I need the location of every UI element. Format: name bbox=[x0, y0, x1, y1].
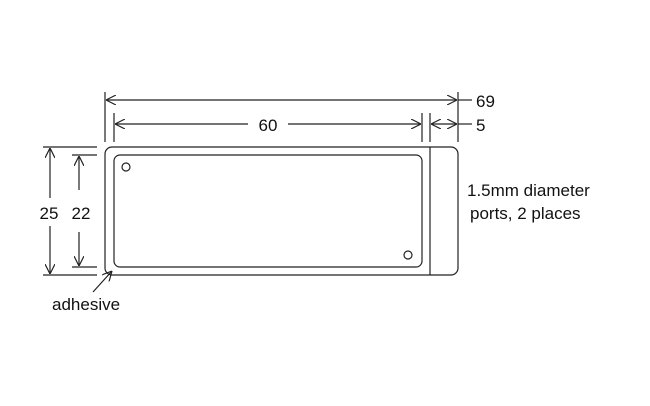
dimension-22-label: 22 bbox=[72, 204, 91, 223]
dimension-60-label: 60 bbox=[259, 116, 278, 135]
dimension-5-label: 5 bbox=[476, 116, 485, 135]
ports-note-line2: ports, 2 places bbox=[470, 204, 581, 223]
inner-channel-area bbox=[113, 154, 423, 268]
dimension-69-label: 69 bbox=[476, 92, 495, 111]
port-hole-2 bbox=[403, 250, 413, 260]
outer-body bbox=[104, 146, 459, 276]
adhesive-pointer-arrow bbox=[92, 271, 112, 293]
port-hole-1 bbox=[121, 162, 131, 172]
ports-note-line1: 1.5mm diameter bbox=[467, 181, 590, 200]
dimension-25-label: 25 bbox=[40, 204, 59, 223]
adhesive-label: adhesive bbox=[52, 295, 120, 314]
extension-lines-left bbox=[43, 146, 97, 276]
